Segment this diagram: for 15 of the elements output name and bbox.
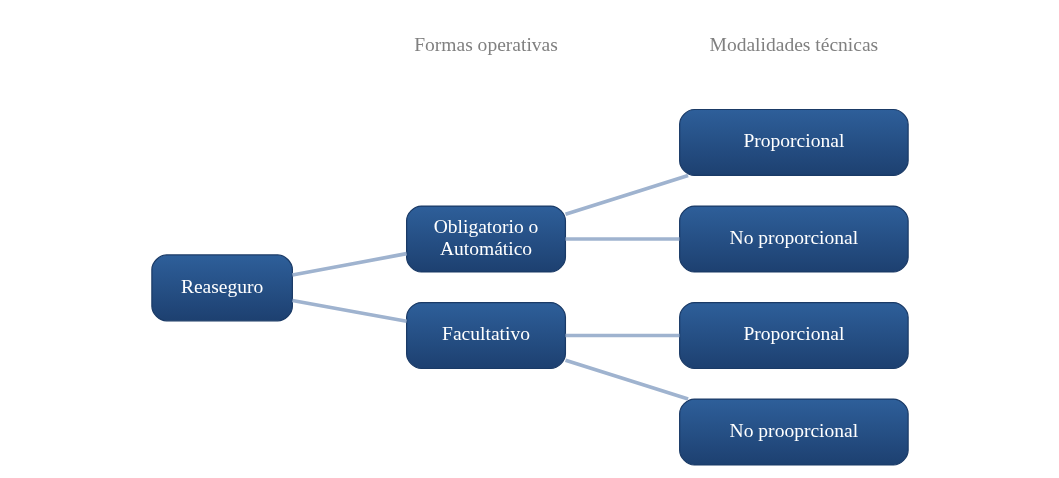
node-box: Proporcional bbox=[678, 108, 909, 177]
connector bbox=[291, 298, 407, 324]
connector bbox=[565, 333, 679, 338]
connector bbox=[291, 251, 407, 277]
label: Formas operativas bbox=[413, 33, 558, 55]
node-box: Obligatorio o Automático bbox=[405, 205, 566, 273]
node-box: Proporcional bbox=[678, 301, 909, 370]
node-box: No proporcional bbox=[678, 205, 909, 273]
connector bbox=[564, 173, 689, 216]
connector bbox=[565, 237, 679, 241]
node-box: No prooprcional bbox=[678, 398, 909, 466]
node-box: Reaseguro bbox=[150, 254, 293, 322]
node-box: Facultativo bbox=[405, 301, 566, 370]
connector bbox=[564, 358, 689, 401]
label: Modalidades técnicas bbox=[709, 33, 878, 55]
